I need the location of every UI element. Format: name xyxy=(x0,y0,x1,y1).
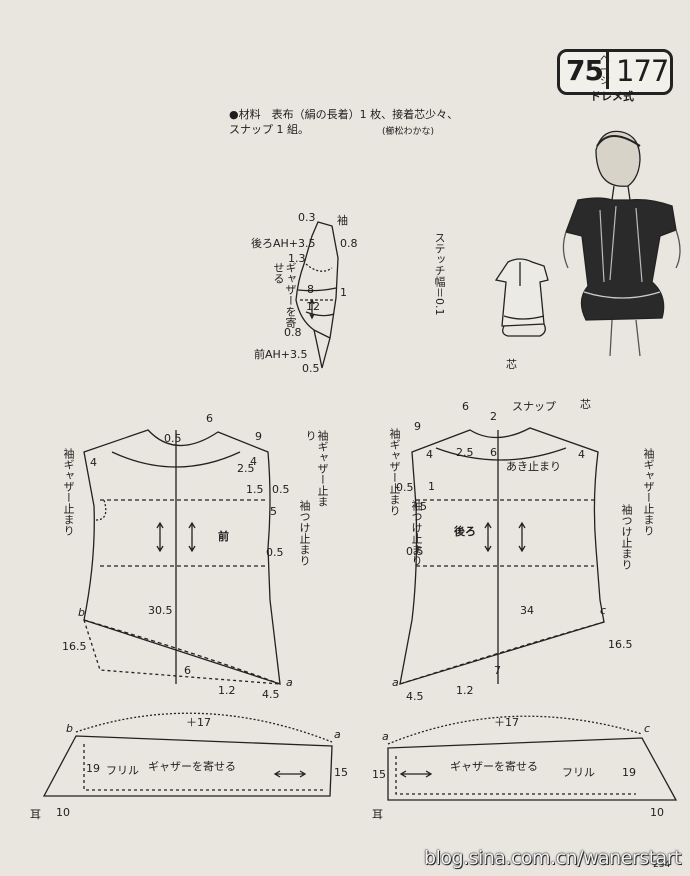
back-dim-05b: 0.5 xyxy=(406,545,424,558)
sleeve-back-ah: 後ろAH+3.5 xyxy=(251,237,316,250)
badge-divider xyxy=(606,49,609,89)
back-dim-5: 5 xyxy=(420,500,427,513)
front-point-a: a xyxy=(286,676,293,689)
left-frill-plus: ＋17 xyxy=(186,716,211,729)
back-snap: スナップ xyxy=(512,400,556,413)
front-point-b: b xyxy=(78,606,85,619)
front-dim-4a: 4 xyxy=(90,456,97,469)
front-dim-6: 6 xyxy=(206,412,213,425)
back-right-gather-stop: 袖ギャザー止まり xyxy=(642,448,655,536)
back-point-c: c xyxy=(600,604,607,617)
left-frill-name: フリル xyxy=(106,764,139,777)
left-frill-point-a: a xyxy=(334,728,341,741)
front-dim-15: 1.5 xyxy=(246,483,264,496)
front-sleeve-gather-stop: 袖ギャザー止まり xyxy=(62,448,75,536)
left-frill-h19: 19 xyxy=(86,762,100,775)
page-unit: ページ xyxy=(600,54,610,87)
right-frill-gather: ギャザーを寄せる xyxy=(450,760,538,773)
back-core-right: 芯 xyxy=(580,398,591,411)
back-dim-45: 4.5 xyxy=(406,690,424,703)
sleeve-dim-1: 1 xyxy=(340,286,347,299)
back-dim-4b: 4 xyxy=(578,448,585,461)
back-dim-25: 2.5 xyxy=(456,446,474,459)
right-frill xyxy=(387,715,678,801)
back-dim-9: 9 xyxy=(414,420,421,433)
front-dim-45: 4.5 xyxy=(262,688,280,701)
materials-line-2: スナップ 1 組。 xyxy=(229,123,309,136)
stitch-width-note: ステッチ幅＝0.1 xyxy=(433,232,446,316)
front-dim-5: 5 xyxy=(270,505,277,518)
page-number: 75 xyxy=(566,54,604,87)
materials-line-1: ●材料 表布（絹の長着）1 枚、接着芯少々、 xyxy=(229,108,459,121)
sleeve-dim-08a: 0.8 xyxy=(340,237,358,250)
sleeve-gather-note: ギャザーを寄せる xyxy=(272,262,297,328)
sleeve-dim-13: 1.3 xyxy=(288,252,306,265)
sleeve-dim-05: 0.5 xyxy=(302,362,320,375)
left-frill-ear: 耳 xyxy=(30,808,41,821)
front-dim-05b: 0.5 xyxy=(266,546,284,559)
front-dim-6b: 6 xyxy=(184,664,191,677)
back-dim-6b: 6 xyxy=(490,446,497,459)
back-view-illustration xyxy=(494,258,549,337)
pattern-number: 177 xyxy=(616,54,669,88)
front-dim-305: 30.5 xyxy=(148,604,173,617)
back-sleeve-attach-stop: 袖つけ止まり xyxy=(410,500,423,566)
front-right-gather-stop: 袖ギャザー止まり xyxy=(304,430,329,507)
left-frill-h15: 15 xyxy=(334,766,348,779)
back-dim-7: 7 xyxy=(494,664,501,677)
back-dim-6: 6 xyxy=(462,400,469,413)
front-sleeve-attach-stop: 袖つけ止まり xyxy=(298,500,311,566)
style-label: ドレメ式 xyxy=(590,90,634,103)
back-dim-165: 16.5 xyxy=(608,638,633,651)
sleeve-dim-03: 0.3 xyxy=(298,211,316,224)
right-frill-w10: 10 xyxy=(650,806,664,819)
blog-watermark: blog.sina.com.cn/wanerstart xyxy=(424,847,681,869)
back-core-top: 芯 xyxy=(506,358,517,371)
right-frill-plus: ＋17 xyxy=(494,716,519,729)
front-dim-12: 1.2 xyxy=(218,684,236,697)
front-dim-4b: 4 xyxy=(250,455,257,468)
back-point-a: a xyxy=(392,676,399,689)
right-frill-h19: 19 xyxy=(622,766,636,779)
back-right-attach-stop: 袖つけ止まり xyxy=(620,504,633,570)
sleeve-front-ah: 前AH+3.5 xyxy=(254,348,308,361)
front-dim-05n: 0.5 xyxy=(164,432,182,445)
front-dim-05a: 0.5 xyxy=(272,483,290,496)
left-frill-point-b: b xyxy=(66,722,73,735)
page-footer-number: 234 xyxy=(653,860,671,870)
back-sleeve-gather-stop: 袖ギャザー止まり xyxy=(388,428,401,516)
back-dim-2: 2 xyxy=(490,410,497,423)
back-dim-4a: 4 xyxy=(426,448,433,461)
right-frill-ear: 耳 xyxy=(372,808,383,821)
left-frill-w10: 10 xyxy=(56,806,70,819)
front-dim-25: 2.5 xyxy=(237,462,255,475)
sleeve-pattern xyxy=(295,221,339,369)
back-label: 後ろ xyxy=(454,525,476,538)
front-dim-165: 16.5 xyxy=(62,640,87,653)
front-label: 前 xyxy=(218,530,229,543)
sleeve-title: 袖 xyxy=(337,214,348,227)
left-frill xyxy=(42,712,333,797)
back-dim-05a: 0.5 xyxy=(396,481,414,494)
model-illustration xyxy=(562,130,681,357)
author-credit: (櫛松わかな) xyxy=(382,127,435,137)
back-dim-12: 1.2 xyxy=(456,684,474,697)
right-frill-point-a: a xyxy=(382,730,389,743)
page-badge: 75 ページ 177 xyxy=(557,49,673,95)
left-frill-gather: ギャザーを寄せる xyxy=(148,760,236,773)
front-dim-9: 9 xyxy=(255,430,262,443)
back-open-stop: あき止まり xyxy=(506,460,561,473)
front-bodice xyxy=(83,429,281,685)
right-frill-point-c: c xyxy=(644,722,651,735)
sleeve-dim-08b: 0.8 xyxy=(284,326,302,339)
right-frill-h15: 15 xyxy=(372,768,386,781)
sleeve-dim-12: 12 xyxy=(306,300,320,313)
back-bodice xyxy=(399,427,605,685)
sleeve-dim-8: 8 xyxy=(307,283,314,296)
back-dim-1: 1 xyxy=(428,480,435,493)
back-dim-34: 34 xyxy=(520,604,534,617)
right-frill-name: フリル xyxy=(562,766,595,779)
